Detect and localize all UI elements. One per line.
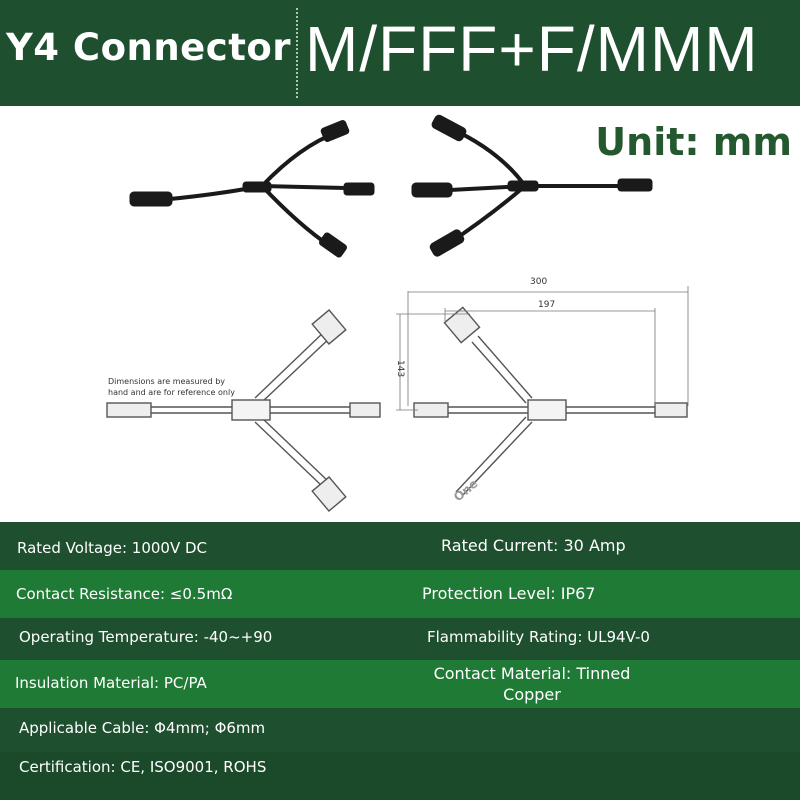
line-drawing-left — [106, 308, 381, 513]
spec-row: Rated Voltage: 1000V DC Rated Current: 3… — [0, 522, 800, 570]
spec-table: Rated Voltage: 1000V DC Rated Current: 3… — [0, 522, 800, 800]
product-title: Y4 Connector — [6, 26, 292, 69]
drawing-note-line1: Dimensions are measured by — [108, 377, 225, 386]
spec-contact-material: Contact Material: Tinned Copper — [433, 664, 631, 704]
spec-row: Insulation Material: PC/PA Contact Mater… — [0, 660, 800, 708]
spec-rated-voltage: Rated Voltage: 1000V DC — [17, 539, 207, 557]
product-photo-right — [411, 114, 653, 257]
product-photo-left — [129, 120, 375, 258]
spec-rated-current: Rated Current: 30 Amp — [441, 536, 626, 555]
unit-label: Unit: mm — [595, 120, 792, 164]
product-type: M/FFF+F/MMM — [305, 13, 759, 85]
spec-certification: Certification: CE, ISO9001, ROHS — [19, 758, 267, 776]
dimension-lines — [396, 286, 689, 411]
spec-row: Operating Temperature: -40~+90 Flammabil… — [0, 618, 800, 660]
product-drawing: Dimensions are measured by hand and are … — [106, 114, 689, 513]
dimension-total: 300 — [530, 277, 547, 287]
header-banner: Y4 Connector M/FFF+F/MMM — [0, 0, 800, 106]
spec-operating-temperature: Operating Temperature: -40~+90 — [19, 628, 273, 646]
spec-row: Contact Resistance: ≤0.5mΩ Protection Le… — [0, 570, 800, 618]
drawing-note-line2: hand and are for reference only — [108, 388, 235, 397]
spec-flammability-rating: Flammability Rating: UL94V-0 — [427, 628, 650, 646]
spec-protection-level: Protection Level: IP67 — [422, 584, 596, 603]
line-drawing-right — [413, 306, 688, 497]
spec-applicable-cable: Applicable Cable: Φ4mm; Φ6mm — [19, 719, 266, 737]
spec-row: Applicable Cable: Φ4mm; Φ6mm — [0, 708, 800, 752]
spec-row: Certification: CE, ISO9001, ROHS — [0, 752, 800, 800]
spec-contact-resistance: Contact Resistance: ≤0.5mΩ — [16, 585, 233, 603]
spec-insulation-material: Insulation Material: PC/PA — [15, 674, 207, 692]
header-divider — [296, 8, 298, 98]
dimension-branch: 197 — [538, 300, 555, 310]
dimension-height: 143 — [395, 360, 405, 377]
